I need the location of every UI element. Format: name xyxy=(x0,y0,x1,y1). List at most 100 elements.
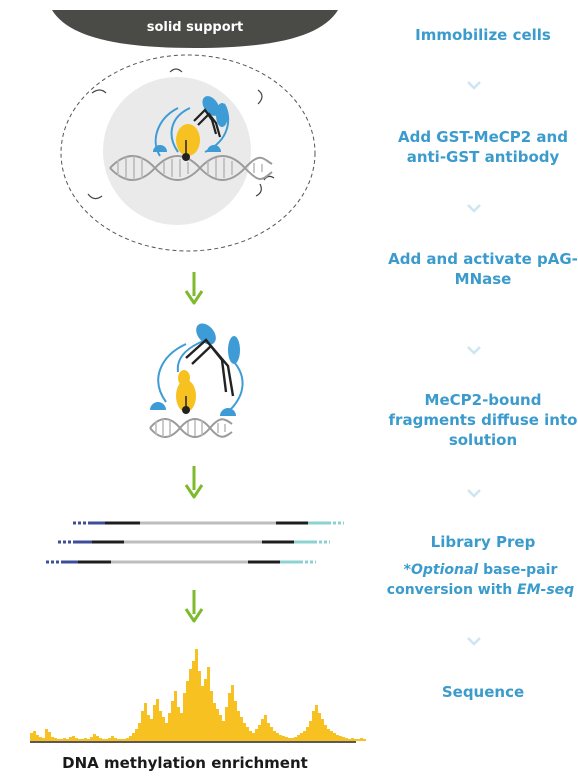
histogram-bar xyxy=(312,711,315,741)
note-method: EM-seq xyxy=(517,582,575,598)
histogram-bar xyxy=(60,739,63,741)
histogram-bar xyxy=(213,703,216,741)
histogram-bar xyxy=(51,737,54,741)
histogram-bar xyxy=(315,705,318,741)
histogram-bar xyxy=(69,737,72,741)
histogram-bar xyxy=(222,721,225,741)
histogram-bar xyxy=(231,685,234,741)
histogram-bar xyxy=(177,707,180,741)
note-prefix: * xyxy=(403,562,411,578)
histogram-bar xyxy=(210,691,213,741)
histogram-bar xyxy=(168,713,171,741)
histogram-bar xyxy=(102,739,105,741)
histogram-bar xyxy=(138,723,141,741)
histogram-bar xyxy=(294,737,297,741)
histogram-bar xyxy=(333,733,336,741)
membrane-marks xyxy=(87,68,275,200)
histogram-bar xyxy=(273,731,276,741)
step-add-gst-mecp2: Add GST-MeCP2 and anti-GST antibody xyxy=(398,128,568,166)
histogram-bar xyxy=(141,711,144,741)
step-add-pag-mnase: Add and activate pAG-MNase xyxy=(388,250,578,288)
library-prep-note: *Optional base-pair conversion with EM-s… xyxy=(383,560,578,600)
solid-support-label: solid support xyxy=(146,20,244,35)
histogram-bar xyxy=(249,731,252,741)
histogram-bar xyxy=(150,719,153,741)
histogram-bar xyxy=(330,731,333,741)
histogram-bar xyxy=(246,727,249,741)
histogram-bar xyxy=(195,649,198,741)
histogram-bar xyxy=(48,732,51,741)
histogram-bar xyxy=(183,693,186,741)
histogram-bar xyxy=(309,721,312,741)
antibody-complex-2 xyxy=(150,323,244,416)
dna-helix-1 xyxy=(109,155,273,181)
histogram-bar xyxy=(105,739,108,741)
histogram-bar xyxy=(54,738,57,741)
histogram-bar xyxy=(132,733,135,741)
histogram-bar xyxy=(192,661,195,741)
histogram-bar xyxy=(291,738,294,741)
cell-membrane xyxy=(60,54,316,252)
histogram-bar xyxy=(135,729,138,741)
histogram-bar xyxy=(237,711,240,741)
histogram-bar xyxy=(270,727,273,741)
histogram-bar xyxy=(252,733,255,741)
histogram-bar xyxy=(72,736,75,741)
step-immobilize-cells: Immobilize cells xyxy=(415,26,551,44)
histogram-bar xyxy=(156,699,159,741)
dna-helix-2 xyxy=(149,418,233,438)
step-sequence: Sequence xyxy=(441,683,525,701)
histogram-bar xyxy=(189,669,192,741)
histogram-bar xyxy=(171,701,174,741)
chevron-down-icon xyxy=(467,489,481,498)
histogram-bar xyxy=(357,739,360,741)
histogram-bar xyxy=(261,719,264,741)
histogram-bar xyxy=(78,739,81,741)
histogram-bar xyxy=(123,739,126,741)
histogram-bar xyxy=(207,667,210,741)
step-fragments-diffuse: MeCP2-bound fragments diffuse into solut… xyxy=(388,391,578,449)
step-library-prep: Library Prep xyxy=(430,533,536,551)
histogram-bar xyxy=(174,691,177,741)
histogram-bar xyxy=(234,701,237,741)
histogram-bar xyxy=(303,731,306,741)
histogram-bar xyxy=(258,725,261,741)
histogram-bar xyxy=(300,733,303,741)
histogram-bar xyxy=(81,739,84,741)
histogram-bar xyxy=(360,738,363,741)
histogram-bar xyxy=(39,737,42,741)
histogram-bar xyxy=(147,715,150,741)
histogram-bar xyxy=(255,729,258,741)
histogram-bar xyxy=(285,737,288,741)
histogram-bar xyxy=(84,738,87,741)
chevron-down-icon xyxy=(467,204,481,213)
histogram-bar xyxy=(204,679,207,741)
histogram-bar xyxy=(120,739,123,741)
histogram-bar xyxy=(186,681,189,741)
chevron-down-icon xyxy=(467,637,481,646)
histogram-bar xyxy=(153,705,156,741)
histogram-bar xyxy=(351,738,354,741)
histogram-bar xyxy=(75,738,78,741)
histogram-bar xyxy=(288,738,291,741)
arrow-down-icon xyxy=(184,272,204,305)
histogram-bar xyxy=(306,727,309,741)
chevron-down-icon xyxy=(467,81,481,90)
histogram-bar xyxy=(117,739,120,741)
histogram-bar xyxy=(228,693,231,741)
histogram-bar xyxy=(336,735,339,741)
histogram-bar xyxy=(324,725,327,741)
library-fragments xyxy=(46,521,344,564)
histogram-bar xyxy=(129,736,132,741)
histogram-bar xyxy=(321,719,324,741)
histogram-bar xyxy=(42,738,45,741)
histogram-bar xyxy=(348,739,351,741)
histogram-bar xyxy=(354,739,357,741)
histogram-bar xyxy=(93,734,96,741)
histogram-bar xyxy=(159,711,162,741)
note-optional: Optional xyxy=(410,562,479,578)
histogram-bar xyxy=(342,737,345,741)
histogram-bar xyxy=(276,733,279,741)
histogram-bar xyxy=(57,739,60,741)
histogram-bar xyxy=(363,739,366,741)
